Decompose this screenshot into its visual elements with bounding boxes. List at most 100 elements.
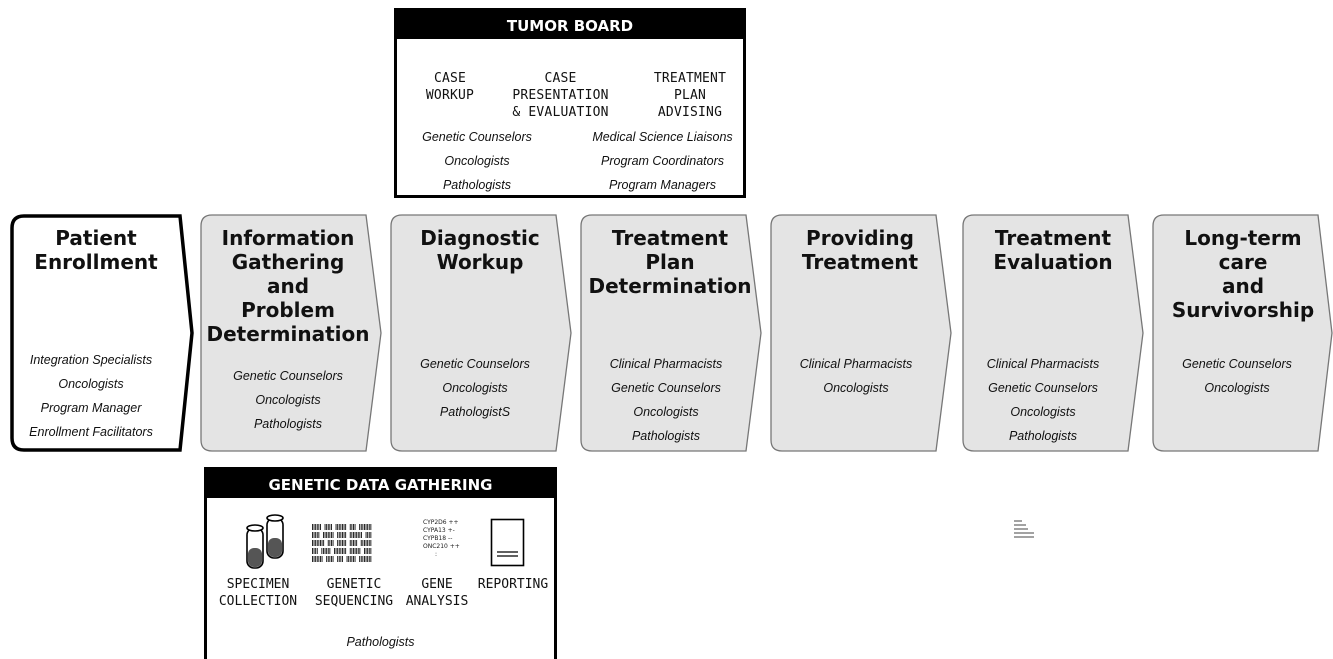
sequence-bar: [331, 524, 332, 530]
stage-specimen-collection: SPECIMEN COLLECTION: [218, 577, 298, 609]
sequence-bar: [329, 548, 331, 554]
sequence-bar: [367, 540, 369, 546]
sequence-bar: [326, 524, 328, 530]
sequence-bar: [346, 556, 348, 562]
sequence-bar: [329, 556, 331, 562]
sequence-bar: [315, 540, 317, 546]
sequence-bar: [342, 548, 343, 554]
role: Genetic Counselors: [420, 357, 530, 371]
sequence-bar: [362, 540, 364, 546]
sequence-bar: [340, 548, 342, 554]
tb-col-case-presentation: CASE PRESENTATION & EVALUATION: [512, 71, 609, 120]
sequence-bar: [331, 540, 332, 546]
role: Enrollment Facilitators: [29, 425, 153, 439]
step-shape: [962, 214, 1144, 452]
role: Pathologists: [1008, 429, 1078, 443]
sequence-bar: [321, 556, 323, 562]
step-information-gathering: Information Gathering and Problem Determ…: [200, 214, 386, 452]
sequence-bar: [327, 548, 329, 554]
sequencing-bars-icon: [312, 524, 372, 562]
step-roles: Genetic Counselors Oncologists Pathologi…: [390, 352, 560, 424]
sequence-bar: [312, 556, 313, 562]
sequence-bar: [362, 556, 364, 562]
role: Oncologists: [442, 381, 508, 395]
step-patient-enrollment: Patient Enrollment Integration Specialis…: [10, 214, 196, 452]
step-treatment-plan: Treatment Plan Determination Clinical Ph…: [580, 214, 766, 452]
sequence-bar: [343, 540, 345, 546]
role: Clinical Pharmacists: [799, 357, 913, 371]
sequence-bar: [364, 556, 365, 562]
step-treatment-evaluation: Treatment Evaluation Clinical Pharmacist…: [962, 214, 1148, 452]
sequence-bar: [340, 532, 342, 538]
sequence-bar: [316, 524, 318, 530]
sequence-bar: [338, 540, 340, 546]
sequence-bar: [365, 556, 367, 562]
sequence-bar: [326, 532, 328, 538]
sequence-bar: [365, 540, 367, 546]
sequence-bar: [349, 540, 351, 546]
role: Genetic Counselors: [422, 130, 532, 144]
role: Medical Science Liaisons: [592, 130, 733, 144]
step-title: Patient Enrollment: [34, 226, 158, 274]
sequence-bar: [353, 524, 354, 530]
sequence-bar: [342, 532, 343, 538]
tb-roles-right: Medical Science Liaisons Program Coordin…: [585, 125, 740, 197]
sequence-bar: [351, 532, 353, 538]
sequence-bar: [312, 548, 313, 554]
sequence-bar: [349, 524, 351, 530]
sequence-bar: [368, 556, 370, 562]
sequence-bar: [357, 548, 359, 554]
step-shape: [390, 214, 572, 452]
role: Program Coordinators: [601, 154, 724, 168]
specimen-tubes-icon: [246, 514, 284, 569]
step-roles: Integration Specialists Oncologists Prog…: [10, 348, 172, 444]
sequence-bar: [342, 556, 343, 562]
sequence-bar: [318, 524, 320, 530]
step-shape: [200, 214, 382, 452]
sequence-bar: [324, 524, 326, 530]
sequence-bar: [323, 548, 324, 554]
sequence-bar: [331, 556, 332, 562]
step-shape: [10, 214, 194, 452]
sequence-bar: [348, 556, 350, 562]
role: Program Manager: [40, 401, 142, 415]
sequence-bar: [365, 524, 367, 530]
sequence-bar: [360, 524, 362, 530]
sequence-bar: [351, 556, 353, 562]
sequence-bar: [313, 532, 315, 538]
sequence-bar: [367, 548, 369, 554]
sequence-bar: [357, 532, 359, 538]
sequence-bar: [318, 540, 320, 546]
genetic-data-box: GENETIC DATA GATHERING CYP2D6 ++ CYPA13 …: [204, 467, 557, 659]
sequence-bar: [364, 524, 365, 530]
sequence-bar: [360, 556, 362, 562]
sequence-bar: [368, 548, 370, 554]
role: Oncologists: [444, 154, 510, 168]
sequence-bar: [354, 540, 356, 546]
sequence-bar: [359, 524, 361, 530]
step-roles: Clinical Pharmacists Genetic Counselors …: [962, 352, 1124, 448]
list-lines-icon: [1014, 520, 1034, 538]
sequence-bar: [329, 532, 331, 538]
sequence-bar: [349, 532, 351, 538]
sequence-bar: [359, 532, 361, 538]
step-title: Treatment Plan Determination: [588, 226, 752, 298]
sequence-bar: [354, 524, 356, 530]
sequence-bar: [367, 556, 369, 562]
sequence-bar: [321, 540, 323, 546]
sequence-bar: [351, 548, 353, 554]
sequence-bar: [327, 556, 329, 562]
sequence-bar: [342, 524, 343, 530]
sequence-bar: [365, 548, 367, 554]
sequence-bar: [335, 548, 337, 554]
sequence-bar: [343, 532, 345, 538]
step-title: Treatment Evaluation: [993, 226, 1113, 274]
sequence-bar: [351, 540, 353, 546]
sequence-bar: [324, 548, 326, 554]
sequence-bar: [315, 548, 317, 554]
sequence-bar: [327, 524, 329, 530]
step-title: Diagnostic Workup: [420, 226, 540, 274]
role: Oncologists: [823, 381, 889, 395]
sequence-bar: [326, 548, 328, 554]
tumor-board-title: TUMOR BOARD: [397, 11, 743, 39]
